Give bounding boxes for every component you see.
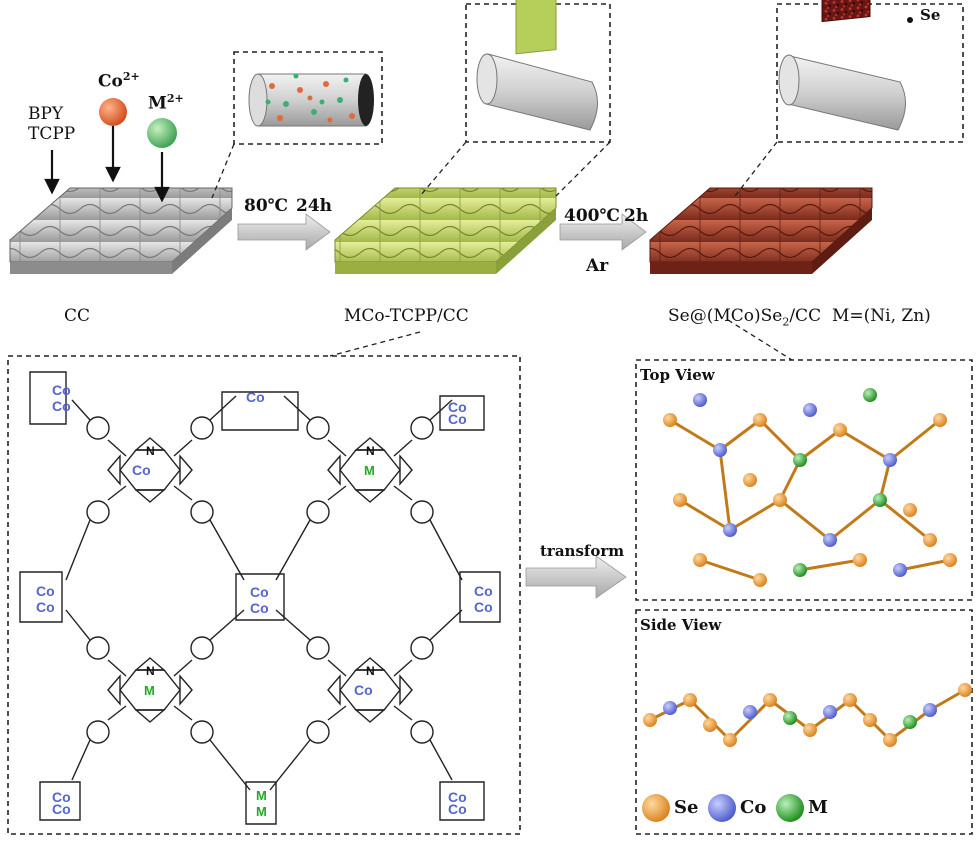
connector-lines <box>211 141 793 361</box>
inset-side-view <box>635 609 973 835</box>
mol-n-2: N <box>366 444 375 458</box>
mol-n-4: N <box>366 664 375 678</box>
carbon-cloth-grey <box>9 187 233 274</box>
mol-co-mr-a: Co <box>474 583 493 599</box>
mol-m-2: M <box>144 683 155 698</box>
mol-co-br-b: Co <box>448 801 467 817</box>
label-side-view: Side View <box>640 616 722 634</box>
top-view-atoms <box>663 388 957 587</box>
legend-se-label: Se <box>674 797 699 818</box>
mof-framework <box>19 371 501 825</box>
mol-co-tc-a: Co <box>246 389 265 405</box>
label-cc: CC <box>64 306 91 326</box>
label-step2-time: 2h <box>624 206 649 226</box>
inset-mof-structure <box>7 355 521 835</box>
mol-co-ml-a: Co <box>36 583 55 599</box>
legend-m-sphere <box>776 794 804 822</box>
top-view-crystal <box>669 418 951 582</box>
label-step1-time: 24h <box>296 196 333 216</box>
label-mco-tcpp: MCo-TCPP/CC <box>344 306 469 326</box>
label-step2-temp: 400℃ <box>564 206 620 226</box>
porphyrin-co-top-left <box>107 437 193 503</box>
mol-co-mr-b: Co <box>474 599 493 615</box>
porphyrin-m-bottom-left <box>107 657 193 723</box>
mol-m-bc-a: M <box>256 788 267 803</box>
mol-co-center-a: Co <box>250 584 269 600</box>
phenyl-linkers <box>86 416 434 744</box>
label-m-ion: M2+ <box>148 92 184 114</box>
mol-co-center-b: Co <box>250 600 269 616</box>
mol-co-tl-b: Co <box>52 398 71 414</box>
label-product: Se@(MCo)Se2/CC <box>668 306 822 329</box>
label-se-marker: Se <box>920 6 941 24</box>
mol-n-3: N <box>146 664 155 678</box>
process-arrow-2 <box>559 213 647 251</box>
precursor-arrows <box>44 126 170 203</box>
legend-se-sphere <box>642 794 670 822</box>
label-top-view: Top View <box>640 366 715 384</box>
label-co-ion: Co2+ <box>98 70 140 92</box>
mol-co-bl-b: Co <box>52 801 71 817</box>
label-tcpp: TCPP <box>28 124 76 144</box>
mol-m-1: M <box>364 463 375 478</box>
process-arrow-1 <box>237 213 331 251</box>
porphyrin-m-top-right <box>327 437 413 503</box>
carbon-cloth-green <box>334 187 557 274</box>
mol-n-1: N <box>146 444 155 458</box>
bpy-pillars <box>19 371 501 825</box>
label-m-definition: M=(Ni, Zn) <box>832 306 931 326</box>
carbon-cloth-brown <box>649 187 873 274</box>
label-transform: transform <box>540 542 625 560</box>
co-ion-sphere <box>99 98 127 126</box>
mol-co-ml-b: Co <box>36 599 55 615</box>
inset-top-view <box>635 359 973 601</box>
mol-co-tr-b: Co <box>448 411 467 427</box>
mol-co-bl-a: Co <box>52 789 71 805</box>
nanoparticle-dots <box>265 73 355 123</box>
porphyrin-co-bottom-right <box>327 657 413 723</box>
mol-co-1: Co <box>132 462 151 478</box>
mol-co-tl-a: Co <box>52 382 71 398</box>
linker-bonds <box>65 395 463 791</box>
side-view-atoms <box>643 683 972 747</box>
fiber-with-nanosheet <box>476 0 598 131</box>
mol-m-bc-b: M <box>256 804 267 819</box>
label-bpy: BPY <box>28 104 64 124</box>
mol-co-br-a: Co <box>448 789 467 805</box>
legend-m-label: M <box>808 797 828 818</box>
mol-co-tr-a: Co <box>448 399 467 415</box>
fiber-with-se-sheet <box>778 0 913 131</box>
mol-co-2: Co <box>354 682 373 698</box>
legend-co-sphere <box>708 794 736 822</box>
fiber-with-nanoparticles <box>248 73 374 127</box>
label-step2-atm: Ar <box>586 256 609 276</box>
legend-co-label: Co <box>740 797 767 818</box>
process-arrow-transform <box>525 555 627 599</box>
m-ion-sphere <box>147 118 177 148</box>
mof-labels: Co M M Co Co Co Co Co Co Co Co Co Co Co … <box>36 382 493 819</box>
label-step1-temp: 80℃ <box>244 196 289 216</box>
